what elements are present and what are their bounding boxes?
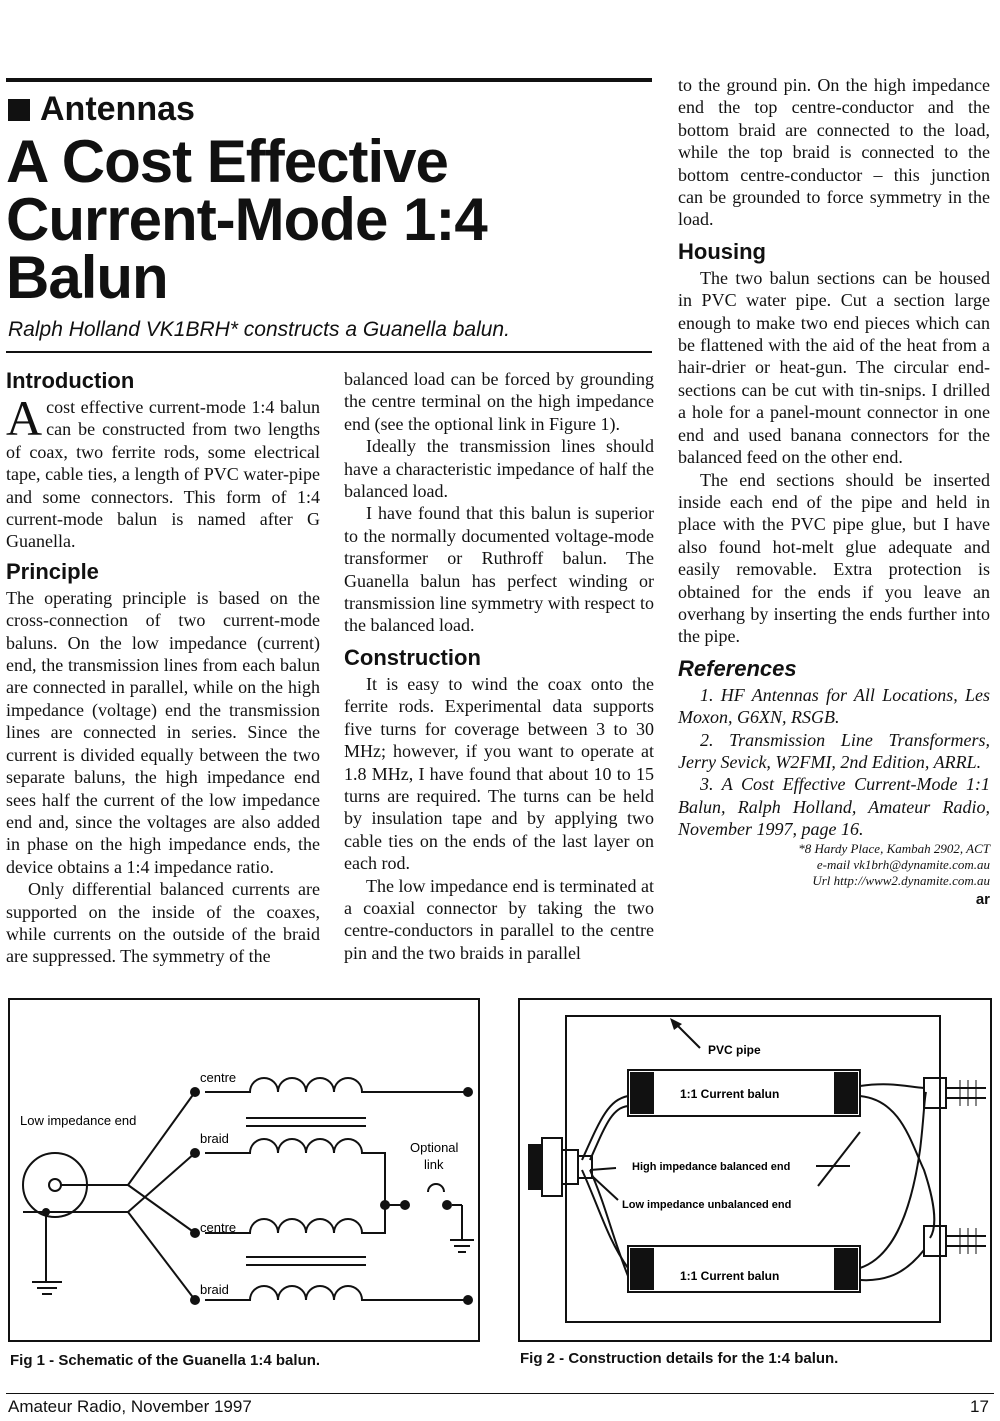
principle-heading: Principle [6,558,99,584]
fig1-label-low-impedance: Low impedance end [20,1113,136,1128]
email-line: e-mail vk1brh@dynamite.com.au [816,856,990,872]
footer-publication: Amateur Radio, November 1997 [8,1397,252,1416]
column-2: balanced load can be forced by grounding… [344,368,654,964]
fig1-label-braid-top: braid [200,1131,229,1146]
col3-paragraph-1: to the ground pin. On the high impedance… [678,75,990,230]
footer-rule [6,1393,994,1394]
housing-heading: Housing [678,238,766,264]
author-address: *8 Hardy Place, Kambah 2902, ACT e-mail … [678,841,990,889]
figure-2-construction: PVC pipe 1:1 Current balun 1:1 Current b… [528,1015,986,1323]
fig2-label-pvc-pipe: PVC pipe [708,1043,761,1057]
fig2-label-balun-bottom: 1:1 Current balun [680,1269,779,1283]
title-line-1: A Cost Effective [6,128,449,195]
reference-item: 1. HF Antennas for All Locations, Les Mo… [678,684,990,728]
fig2-label-low-impedance: Low impedance unbalanced end [622,1199,791,1211]
article-title: A Cost Effective Current-Mode 1:4 Balun [6,128,646,311]
fig1-label-braid-bottom: braid [200,1282,229,1297]
fig1-label-optional: Optional [410,1140,459,1155]
figure-1-box: Low impedance end centre braid centre br… [8,998,480,1342]
top-rule [6,78,652,82]
fig2-label-high-impedance: High impedance balanced end [632,1161,790,1173]
references-list: 1. HF Antennas for All Locations, Les Mo… [678,684,990,841]
title-line-3: Balun [6,244,169,311]
figure-1-caption: Fig 1 - Schematic of the Guanella 1:4 ba… [10,1352,321,1369]
subtitle-rule [6,351,652,353]
title-line-2: Current-Mode 1:4 [6,186,488,253]
url-line: Url http://www2.dynamite.com.au [812,872,990,888]
end-mark: ar [975,890,990,908]
fig1-label-centre-top: centre [200,1070,236,1085]
col2-paragraph-4: It is easy to wind the coax onto the fer… [344,673,654,874]
references-heading: References [678,655,797,681]
fig1-label-link: link [424,1157,444,1172]
page-number: 17 [970,1397,989,1416]
col2-paragraph-3: I have found that this balun is superior… [344,503,654,636]
col3-paragraph-3: The end sections should be inserted insi… [678,469,990,647]
figure-2-box: PVC pipe 1:1 Current balun 1:1 Current b… [518,998,992,1342]
column-3: to the ground pin. On the high impedance… [678,74,990,911]
section-label: Antennas [8,90,195,129]
construction-heading: Construction [344,644,481,670]
col2-paragraph-2: Ideally the transmission lines should ha… [344,436,654,502]
section-label-text: Antennas [40,90,195,128]
intro-text: cost effective current-mode 1:4 balun ca… [6,397,320,552]
col2-paragraph-1: balanced load can be forced by grounding… [344,369,654,434]
reference-item: 2. Transmission Line Transformers, Jerry… [678,729,990,772]
principle-paragraph-1: The operating principle is based on the … [6,587,320,877]
fig2-label-balun-top: 1:1 Current balun [680,1087,779,1101]
fig1-label-centre-bottom: centre [200,1220,236,1235]
article-subtitle: Ralph Holland VK1BRH* constructs a Guane… [8,318,510,341]
figure-2-caption: Fig 2 - Construction details for the 1:4… [520,1350,839,1367]
figure-1-schematic: Low impedance end centre braid centre br… [20,1070,474,1305]
address-line: *8 Hardy Place, Kambah 2902, ACT [798,840,990,856]
drop-cap: A [6,390,43,446]
reference-item: 3. A Cost Effective Current-Mode 1:1 Bal… [678,774,990,840]
col2-paragraph-5: The low impedance end is terminated at a… [344,875,654,963]
intro-heading: Introduction [6,368,135,393]
col3-paragraph-2: The two balun sections can be housed in … [678,267,990,468]
section-square-icon [8,98,30,121]
principle-paragraph-2: Only differential balanced currents are … [6,879,320,967]
